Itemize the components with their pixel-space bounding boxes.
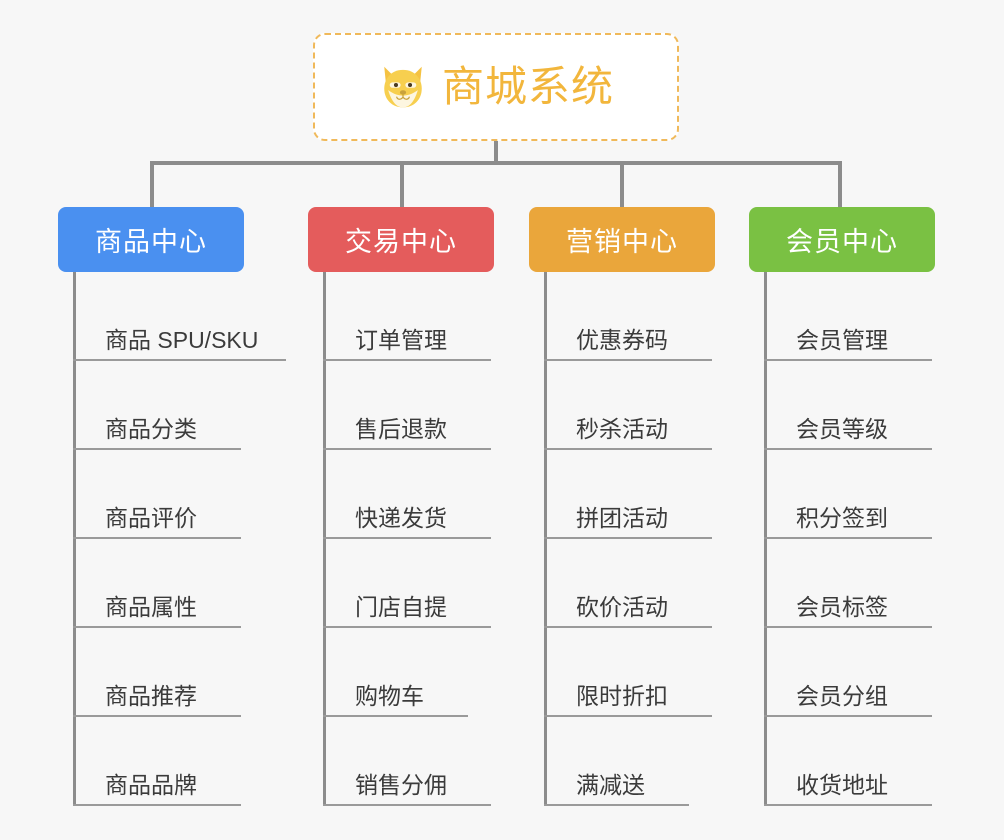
- list-item[interactable]: 售后退款: [323, 361, 491, 450]
- shiba-dog-face-icon: [384, 66, 422, 108]
- leaf-label: 售后退款: [355, 415, 447, 442]
- list-item[interactable]: 会员管理: [764, 272, 932, 361]
- leaf-list-marketing-center: 优惠券码 秒杀活动 拼团活动 砍价活动 限时折扣 满减送: [544, 272, 712, 806]
- connector-drop-4: [838, 161, 842, 209]
- branch-spine: [323, 272, 326, 806]
- leaf-label: 会员等级: [796, 415, 888, 442]
- list-item[interactable]: 砍价活动: [544, 539, 712, 628]
- leaf-label: 积分签到: [796, 504, 888, 531]
- connector-drop-3: [620, 161, 624, 209]
- list-item[interactable]: 商品品牌: [73, 717, 241, 806]
- connector-root-stem: [494, 141, 498, 164]
- branch-label: 营销中心: [566, 227, 678, 257]
- list-item[interactable]: 秒杀活动: [544, 361, 712, 450]
- leaf-label: 商品评价: [105, 504, 197, 531]
- list-item[interactable]: 收货地址: [764, 717, 932, 806]
- leaf-label: 满减送: [576, 771, 645, 798]
- leaf-label: 拼团活动: [576, 504, 668, 531]
- branch-header-trade-center[interactable]: 交易中心: [308, 207, 494, 272]
- connector-drop-1: [150, 161, 154, 209]
- list-item[interactable]: 会员等级: [764, 361, 932, 450]
- branch-spine: [764, 272, 767, 806]
- list-item[interactable]: 门店自提: [323, 539, 491, 628]
- branch-spine: [544, 272, 547, 806]
- list-item[interactable]: 购物车: [323, 628, 468, 717]
- leaf-label: 门店自提: [355, 593, 447, 620]
- list-item[interactable]: 限时折扣: [544, 628, 712, 717]
- root-node[interactable]: 商城系统: [313, 33, 679, 141]
- branch-header-marketing-center[interactable]: 营销中心: [529, 207, 715, 272]
- leaf-label: 商品属性: [105, 593, 197, 620]
- list-item[interactable]: 商品 SPU/SKU: [73, 272, 286, 361]
- connector-bus: [150, 161, 842, 165]
- leaf-label: 商品品牌: [105, 771, 197, 798]
- list-item[interactable]: 会员标签: [764, 539, 932, 628]
- list-item[interactable]: 优惠券码: [544, 272, 712, 361]
- leaf-label: 秒杀活动: [576, 415, 668, 442]
- list-item[interactable]: 商品分类: [73, 361, 241, 450]
- leaf-label: 订单管理: [355, 326, 447, 353]
- connector-drop-2: [400, 161, 404, 209]
- branch-label: 交易中心: [345, 227, 457, 257]
- branch-spine: [73, 272, 76, 806]
- leaf-label: 商品推荐: [105, 682, 197, 709]
- leaf-list-member-center: 会员管理 会员等级 积分签到 会员标签 会员分组 收货地址: [764, 272, 932, 806]
- root-title: 商城系统: [441, 63, 614, 110]
- leaf-label: 商品 SPU/SKU: [105, 326, 259, 353]
- branch-header-member-center[interactable]: 会员中心: [749, 207, 935, 272]
- leaf-label: 销售分佣: [355, 771, 447, 798]
- list-item[interactable]: 会员分组: [764, 628, 932, 717]
- branch-label: 商品中心: [95, 227, 207, 257]
- list-item[interactable]: 拼团活动: [544, 450, 712, 539]
- leaf-label: 购物车: [355, 682, 424, 709]
- leaf-label: 会员分组: [796, 682, 888, 709]
- list-item[interactable]: 商品评价: [73, 450, 241, 539]
- leaf-label: 限时折扣: [576, 682, 668, 709]
- leaf-label: 收货地址: [796, 771, 888, 798]
- list-item[interactable]: 订单管理: [323, 272, 491, 361]
- list-item[interactable]: 积分签到: [764, 450, 932, 539]
- leaf-label: 优惠券码: [576, 326, 668, 353]
- branch-header-product-center[interactable]: 商品中心: [58, 207, 244, 272]
- leaf-label: 会员管理: [796, 326, 888, 353]
- leaf-list-product-center: 商品 SPU/SKU 商品分类 商品评价 商品属性 商品推荐 商品品牌: [73, 272, 286, 806]
- list-item[interactable]: 满减送: [544, 717, 689, 806]
- leaf-label: 砍价活动: [576, 593, 668, 620]
- list-item[interactable]: 销售分佣: [323, 717, 491, 806]
- list-item[interactable]: 商品属性: [73, 539, 241, 628]
- list-item[interactable]: 商品推荐: [73, 628, 241, 717]
- leaf-list-trade-center: 订单管理 售后退款 快递发货 门店自提 购物车 销售分佣: [323, 272, 491, 806]
- leaf-label: 快递发货: [355, 504, 447, 531]
- leaf-label: 会员标签: [796, 593, 888, 620]
- branch-label: 会员中心: [786, 227, 898, 257]
- list-item[interactable]: 快递发货: [323, 450, 491, 539]
- leaf-label: 商品分类: [105, 415, 197, 442]
